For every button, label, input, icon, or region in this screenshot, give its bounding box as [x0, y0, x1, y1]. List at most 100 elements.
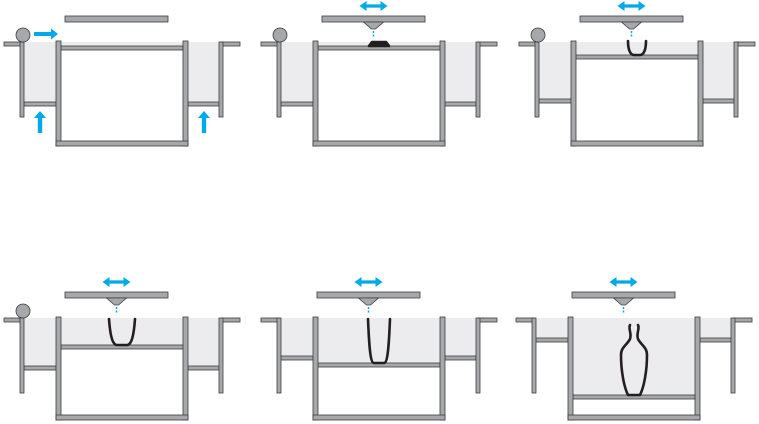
right-feed-piston	[444, 355, 477, 361]
roller	[530, 27, 546, 43]
head-move-arrow-icon-shape	[617, 1, 646, 11]
build-piston	[60, 45, 184, 51]
build-right-wall	[697, 40, 704, 147]
right-lip	[220, 41, 241, 47]
right-feed-powder	[445, 318, 476, 356]
build-left-wall	[312, 40, 319, 147]
build-left-wall	[567, 316, 574, 421]
head-move-arrow-icon	[609, 277, 638, 287]
right-outer-wall	[730, 317, 736, 394]
printed-object	[367, 40, 391, 48]
left-feed-piston	[280, 355, 314, 361]
left-outer-wall	[19, 41, 25, 118]
head-move-arrow-icon	[354, 277, 383, 287]
printed-object	[619, 323, 649, 397]
left-outer-wall	[531, 317, 537, 394]
panel-stage-1	[3, 15, 241, 147]
build-powder	[61, 318, 183, 345]
head-move-arrow-icon-shape	[359, 1, 388, 11]
head-move-arrow-icon	[359, 1, 388, 11]
right-feed-piston	[699, 337, 732, 343]
left-outer-wall	[534, 41, 540, 118]
left-lip	[3, 317, 23, 323]
build-bottom	[312, 414, 446, 421]
left-lip	[3, 41, 23, 47]
right-lip	[220, 317, 241, 323]
printed-object	[626, 39, 648, 57]
right-outer-wall	[218, 317, 224, 394]
head-move-arrow-icon	[102, 277, 131, 287]
left-lip	[515, 317, 535, 323]
print-head-rail	[64, 15, 169, 23]
left-feed-piston	[535, 337, 569, 343]
panel-stage-3	[518, 1, 756, 147]
roller-arrow-icon	[34, 28, 58, 40]
nozzle	[362, 21, 385, 30]
roller	[15, 303, 31, 319]
head-move-arrow-icon	[617, 1, 646, 11]
right-outer-wall	[475, 317, 481, 394]
right-lip	[732, 317, 753, 323]
nozzle	[620, 21, 643, 30]
nozzle	[612, 297, 635, 306]
right-feed-piston	[187, 101, 220, 107]
left-feed-powder	[24, 318, 56, 366]
left-lip	[518, 41, 538, 47]
left-feed-powder	[536, 318, 568, 338]
build-powder	[573, 318, 695, 395]
left-feed-piston	[538, 98, 572, 104]
right-feed-powder	[703, 42, 734, 99]
build-bottom	[570, 140, 704, 147]
right-lip	[735, 41, 756, 47]
nozzle	[357, 297, 380, 306]
head-move-arrow-icon-shape	[102, 277, 131, 287]
head-move-arrow-icon-shape	[609, 277, 638, 287]
build-powder	[576, 42, 698, 55]
right-piston-up-arrow-icon	[198, 111, 210, 133]
build-right-wall	[439, 316, 446, 421]
right-feed-piston	[187, 365, 220, 371]
left-piston-up-arrow-icon	[34, 111, 46, 133]
build-bottom	[567, 414, 701, 421]
build-bottom	[312, 140, 446, 147]
build-powder	[61, 42, 183, 46]
head-move-arrow-icon-shape	[354, 277, 383, 287]
build-right-wall	[439, 40, 446, 147]
panel-stage-6	[515, 277, 753, 421]
left-lip	[260, 317, 280, 323]
right-feed-powder	[445, 42, 476, 102]
panel-stage-4	[3, 277, 241, 421]
right-outer-wall	[475, 41, 481, 118]
roller-arrow-icon-shape	[34, 28, 58, 40]
left-outer-wall	[19, 317, 25, 394]
build-bottom	[55, 414, 189, 421]
print-head-rail	[579, 15, 684, 23]
panel-stage-5	[260, 277, 498, 421]
print-head-rail	[321, 15, 426, 23]
panel-stage-2	[260, 1, 498, 147]
left-feed-piston	[23, 101, 57, 107]
build-right-wall	[694, 316, 701, 421]
print-head-rail	[571, 291, 676, 299]
printed-object	[366, 317, 392, 365]
build-right-wall	[182, 40, 189, 147]
right-feed-powder	[700, 318, 731, 338]
right-lip	[477, 41, 498, 47]
build-left-wall	[312, 316, 319, 421]
right-feed-piston	[444, 101, 477, 107]
left-feed-powder	[281, 42, 313, 102]
left-outer-wall	[276, 317, 282, 394]
left-feed-piston	[23, 365, 57, 371]
build-right-wall	[182, 316, 189, 421]
left-lip	[260, 41, 280, 47]
print-head-rail	[64, 291, 169, 299]
build-powder	[318, 318, 440, 363]
left-feed-powder	[539, 42, 571, 99]
left-feed-powder	[24, 42, 56, 102]
right-lip	[477, 317, 498, 323]
build-bottom	[55, 140, 189, 147]
build-left-wall	[55, 316, 62, 421]
right-feed-piston	[702, 98, 735, 104]
left-feed-piston	[280, 101, 314, 107]
